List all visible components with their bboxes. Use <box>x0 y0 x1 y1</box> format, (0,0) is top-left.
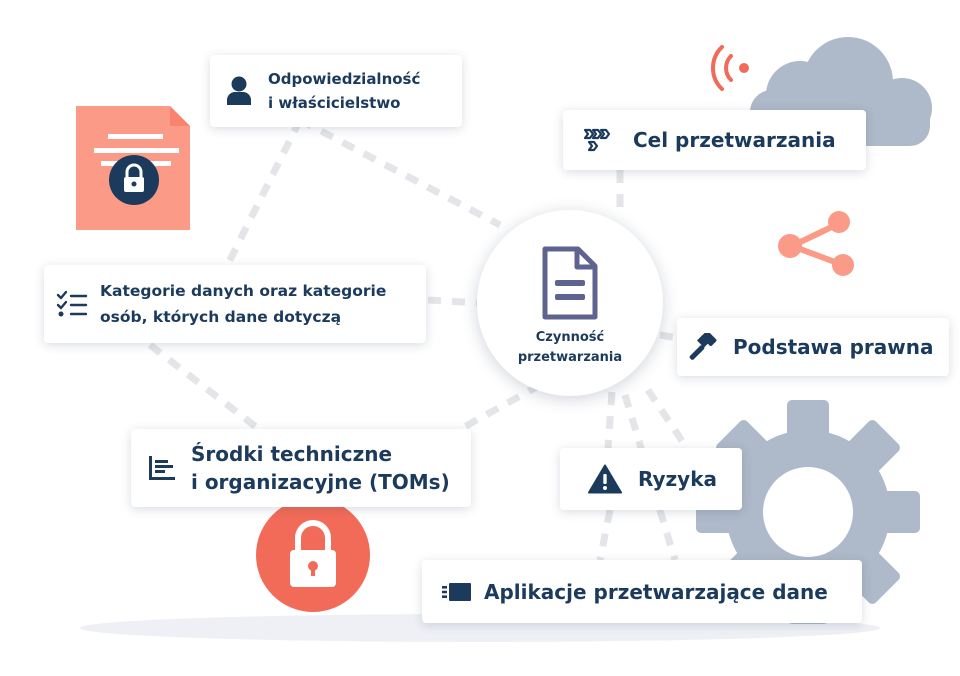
purpose-card[interactable]: Cel przetwarzania <box>563 110 866 170</box>
applications-label: Aplikacje przetwarzające dane <box>484 579 828 604</box>
data-categories-card[interactable]: Kategorie danych oraz kategorie osób, kt… <box>44 265 426 343</box>
bar-list-icon <box>149 456 175 480</box>
processing-activity-node: Czynność przetwarzania <box>477 210 663 396</box>
wifi-signal-icon <box>711 45 749 91</box>
applications-card[interactable]: Aplikacje przetwarzające dane <box>422 560 862 623</box>
responsibility-card[interactable]: Odpowiedzialność i właścicielstwo <box>210 55 462 127</box>
arrows-icon <box>583 128 611 152</box>
legal-basis-card[interactable]: Podstawa prawna <box>677 318 949 376</box>
app-icon <box>442 582 471 601</box>
center-label-line1: Czynność <box>535 330 605 345</box>
toms-line2: i organizacyjne (TOMs) <box>191 470 450 494</box>
toms-card[interactable]: Środki techniczne i organizacyjne (TOMs) <box>131 429 471 507</box>
responsibility-label: Odpowiedzialność i właścicielstwo <box>268 67 420 115</box>
legal-basis-label: Podstawa prawna <box>733 335 934 359</box>
padlock-icon <box>256 498 370 612</box>
gear-icon <box>696 400 920 624</box>
warning-icon <box>588 464 622 494</box>
toms-line1: Środki techniczne <box>191 442 393 466</box>
checklist-icon <box>56 290 88 317</box>
user-icon <box>227 76 251 105</box>
data-categories-label: Kategorie danych oraz kategorie osób, kt… <box>100 278 386 330</box>
gavel-icon <box>689 333 717 360</box>
processing-activity-label: Czynność przetwarzania <box>477 328 663 368</box>
responsibility-line1: Odpowiedzialność <box>268 70 421 88</box>
center-label-line2: przetwarzania <box>517 350 623 365</box>
document-icon <box>542 246 598 320</box>
risks-card[interactable]: Ryzyka <box>560 448 742 510</box>
data-categories-line1: Kategorie danych oraz kategorie <box>100 282 387 300</box>
responsibility-line2: i właścicielstwo <box>268 94 401 112</box>
locked-document-icon <box>76 106 190 230</box>
share-icon <box>778 211 854 276</box>
data-categories-line2: osób, których dane dotyczą <box>100 308 342 326</box>
toms-label: Środki techniczne i organizacyjne (TOMs) <box>191 440 450 496</box>
risks-label: Ryzyka <box>638 467 718 491</box>
purpose-label: Cel przetwarzania <box>633 128 836 152</box>
